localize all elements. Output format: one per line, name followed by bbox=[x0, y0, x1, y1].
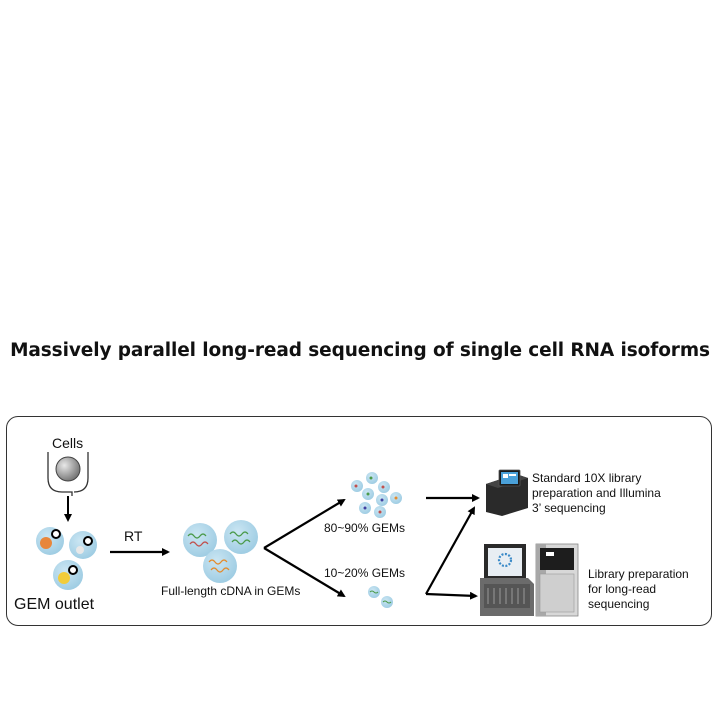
longread-label-line-1: Library preparation bbox=[588, 567, 689, 581]
gem-cluster-minor-icon bbox=[368, 586, 393, 608]
illumina-sequencer-icon bbox=[486, 469, 528, 516]
cdna-droplets-icon bbox=[183, 520, 258, 583]
gem-outlet-label: GEM outlet bbox=[14, 596, 95, 613]
rt-label: RT bbox=[124, 528, 143, 544]
illumina-label-line-3: 3’ sequencing bbox=[532, 501, 606, 515]
split-arrow-minor bbox=[263, 547, 346, 598]
arrow-cross-to-illumina bbox=[425, 506, 475, 595]
arrow-to-longread bbox=[425, 591, 478, 600]
longread-label-line-2: for long-read bbox=[588, 582, 657, 596]
cells-label: Cells bbox=[52, 435, 84, 451]
longread-label: Library preparation for long-read sequen… bbox=[588, 567, 689, 612]
cdna-label: Full-length cDNA in GEMs bbox=[161, 584, 301, 598]
gems-major-label: 80~90% GEMs bbox=[324, 521, 406, 535]
gems-minor-label: 10~20% GEMs bbox=[324, 566, 406, 580]
split-arrow-major bbox=[263, 498, 346, 549]
workflow-panel bbox=[6, 416, 712, 626]
longread-sequencer-icon bbox=[480, 543, 579, 617]
illumina-label: Standard 10X library preparation and Ill… bbox=[532, 471, 661, 516]
gem-droplets-icon bbox=[36, 527, 97, 590]
gem-cluster-major-icon bbox=[351, 472, 402, 518]
illumina-label-line-2: preparation and Illumina bbox=[532, 486, 661, 500]
illumina-label-line-1: Standard 10X library bbox=[532, 471, 642, 485]
page-title: Massively parallel long-read sequencing … bbox=[10, 340, 710, 361]
longread-label-line-3: sequencing bbox=[588, 597, 650, 611]
cell-inlet-icon bbox=[47, 452, 89, 496]
